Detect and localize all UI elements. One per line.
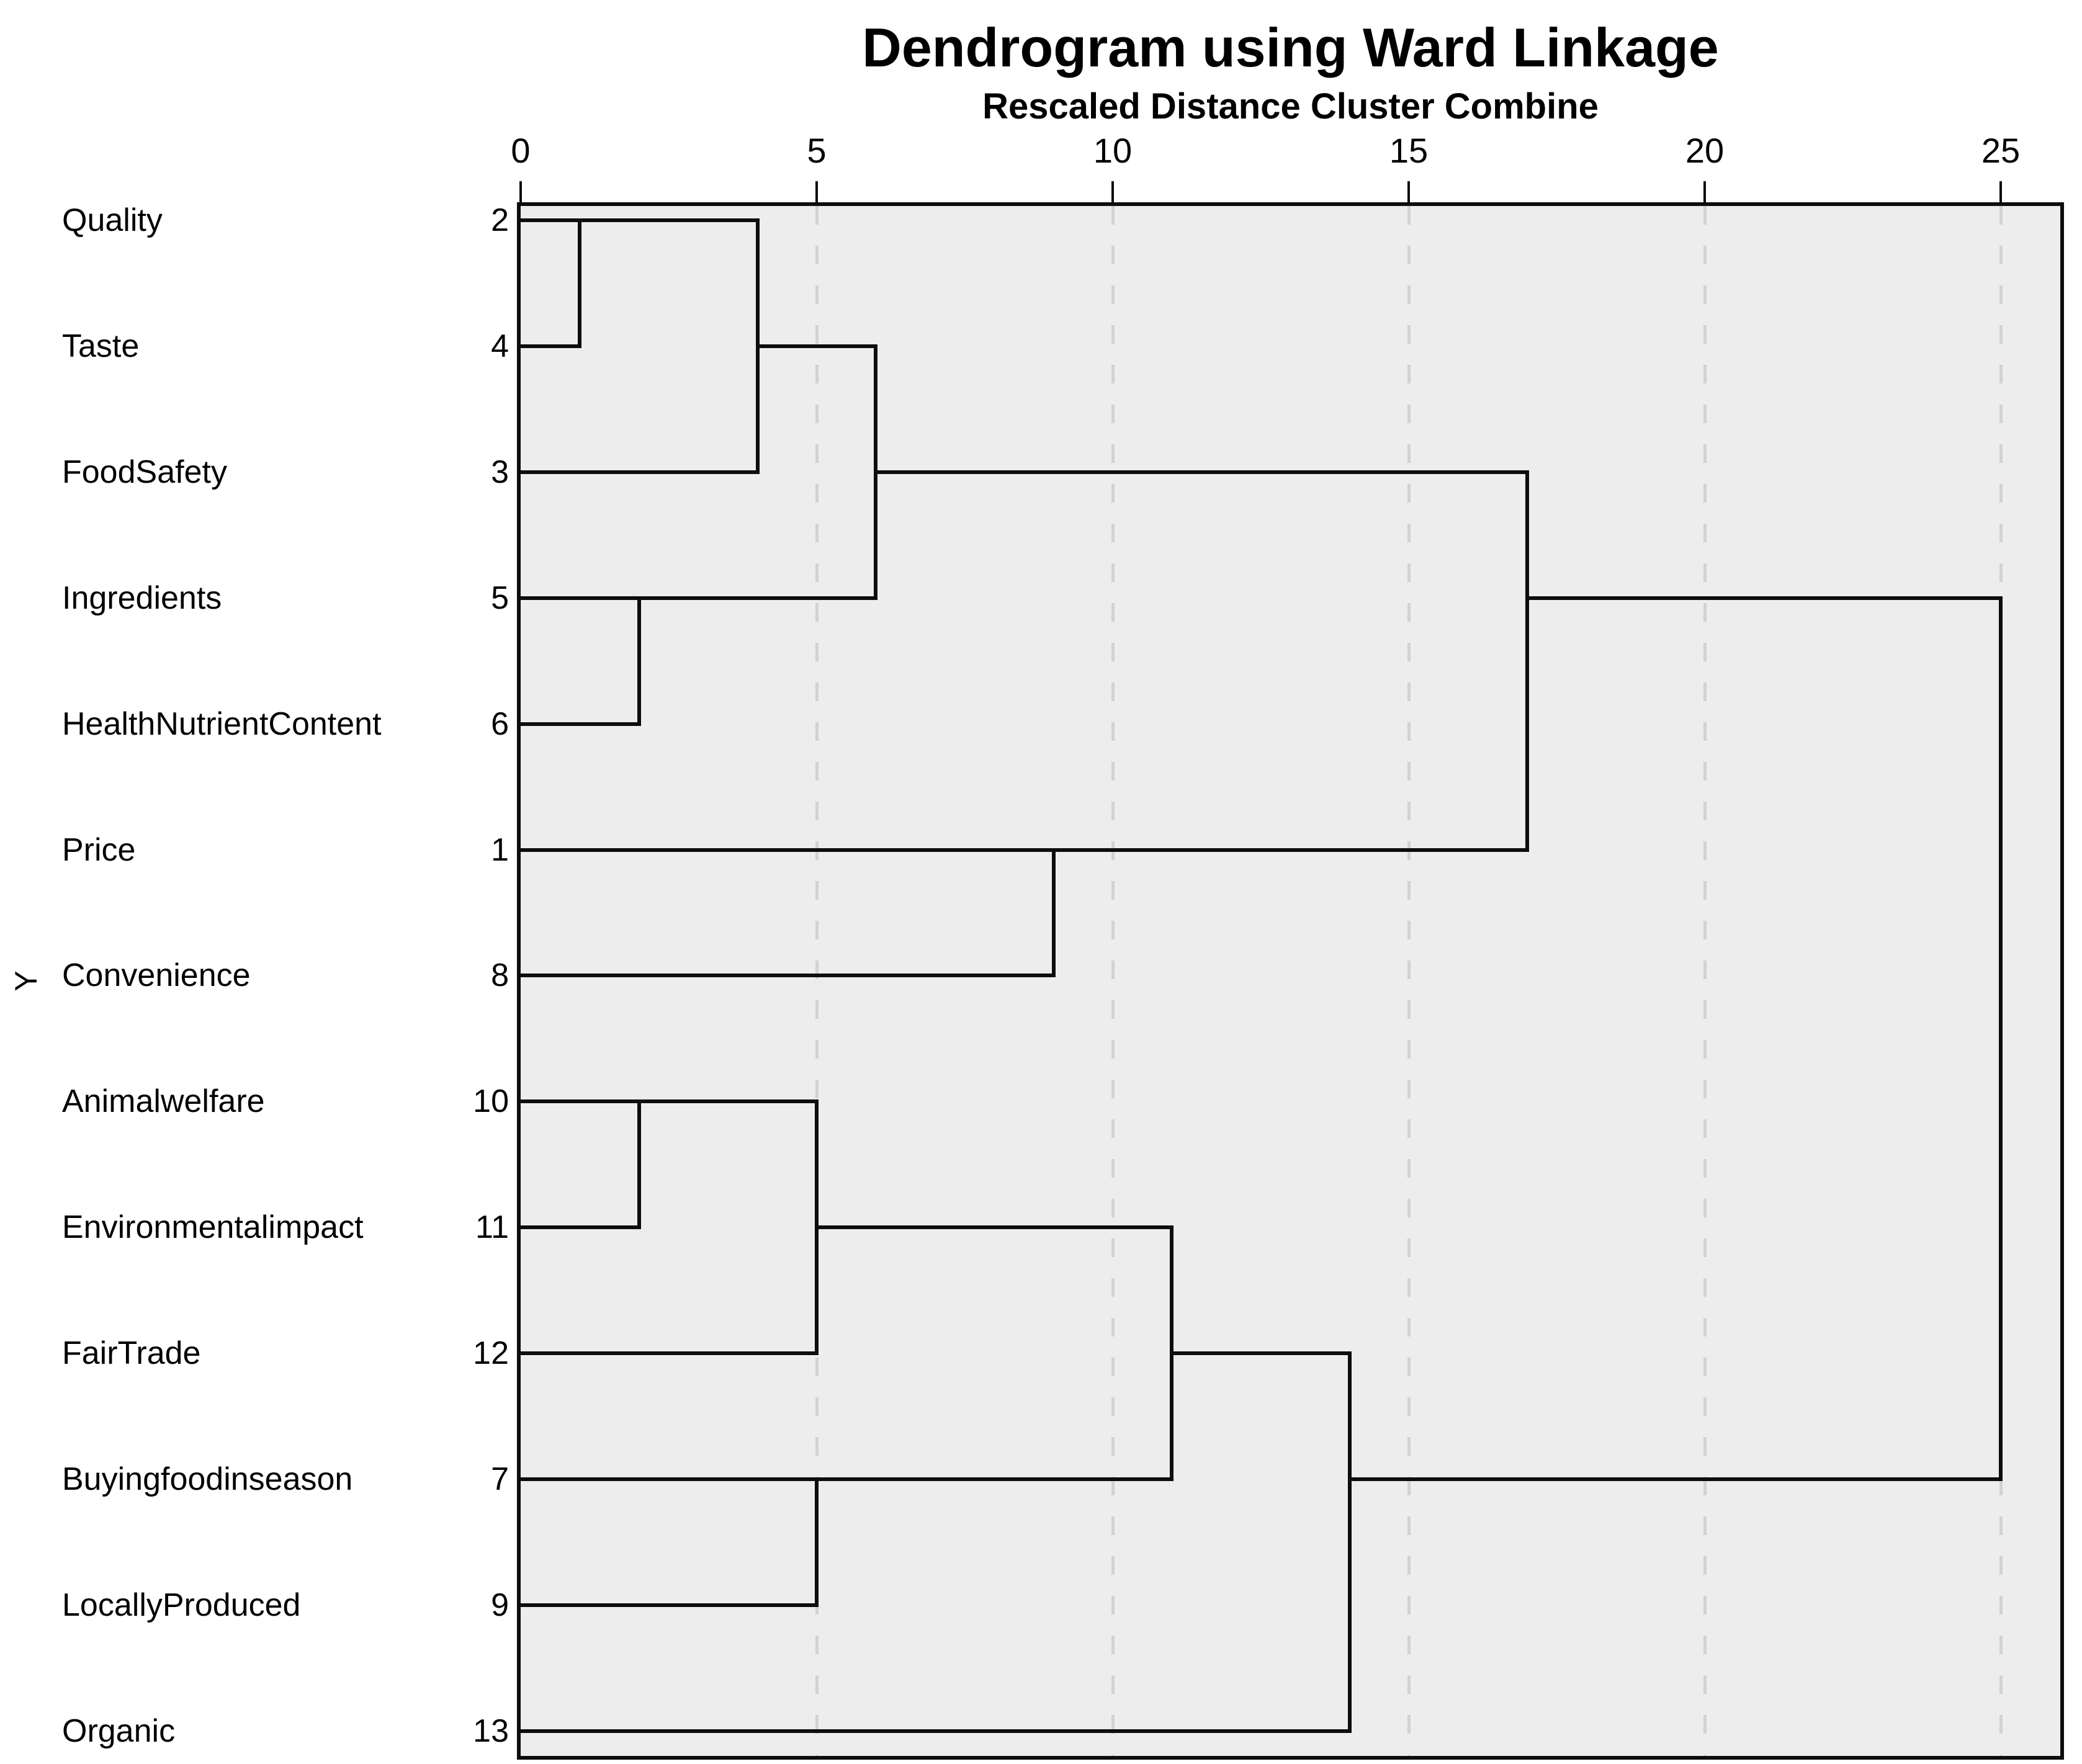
gridline-20: [1703, 206, 1707, 1756]
leaf-label-taste: Taste: [62, 328, 140, 364]
merge-line-v-10: [1525, 470, 1529, 852]
leaf-line-price: [519, 848, 1056, 852]
axis-tick-label-5: 5: [807, 131, 827, 170]
merge-line-v-2: [637, 1099, 641, 1230]
leaf-case-number-8: 8: [491, 957, 509, 994]
leaf-label-buyingfoodinseason: Buyingfoodinseason: [62, 1461, 353, 1497]
leaf-line-fairtrade: [519, 1351, 819, 1356]
leaf-line-healthnutrientcontent: [519, 722, 641, 726]
merge-line-v-4: [815, 1099, 819, 1356]
cluster-line-h-0: [578, 218, 760, 222]
cluster-line-h-4: [1051, 848, 1529, 852]
merge-line-v-11: [1999, 596, 2003, 1481]
chart-title: Dendrogram using Ward Linkage: [862, 17, 1719, 78]
leaf-label-animalwelfare: Animalwelfare: [62, 1083, 265, 1120]
leaf-line-ingredients: [519, 596, 641, 600]
axis-tick-label-20: 20: [1685, 131, 1725, 170]
merge-line-v-0: [578, 218, 582, 348]
gridline-5: [815, 206, 819, 1756]
axis-tick-mark-25: [1999, 181, 2002, 204]
merge-line-v-1: [637, 596, 641, 726]
leaf-line-taste: [519, 344, 582, 348]
axis-tick-mark-15: [1407, 181, 1410, 204]
leaf-case-number-4: 4: [491, 328, 509, 364]
leaf-label-fairtrade: FairTrade: [62, 1335, 201, 1372]
y-axis-label: Y: [9, 970, 43, 992]
axis-tick-label-15: 15: [1389, 131, 1429, 170]
leaf-case-number-5: 5: [491, 580, 509, 616]
merge-line-v-5: [815, 1477, 819, 1607]
leaf-label-foodsafety: FoodSafety: [62, 454, 227, 490]
leaf-line-convenience: [519, 974, 1056, 978]
cluster-line-h-2: [637, 596, 878, 600]
cluster-line-h-7: [815, 1225, 1174, 1230]
cluster-line-h-1: [755, 344, 878, 348]
gridline-15: [1407, 206, 1411, 1756]
axis-tick-mark-20: [1703, 181, 1706, 204]
leaf-case-number-1: 1: [491, 831, 509, 868]
leaf-line-animalwelfare: [519, 1099, 641, 1104]
leaf-line-buyingfoodinseason: [519, 1477, 819, 1481]
leaf-label-healthnutrientcontent: HealthNutrientContent: [62, 705, 382, 742]
leaf-label-convenience: Convenience: [62, 957, 251, 994]
axis-tick-mark-10: [1111, 181, 1114, 204]
merge-line-v-9: [1347, 1351, 1352, 1733]
leaf-label-organic: Organic: [62, 1713, 176, 1749]
chart-subtitle: Rescaled Distance Cluster Combine: [982, 86, 1599, 127]
leaf-label-environmentalimpact: Environmentalimpact: [62, 1209, 364, 1246]
cluster-line-h-9: [1170, 1351, 1352, 1356]
leaf-line-environmentalimpact: [519, 1225, 641, 1230]
cluster-line-h-8: [815, 1477, 1174, 1481]
merge-line-v-8: [1170, 1225, 1174, 1481]
plot-area: [517, 202, 2064, 1760]
cluster-line-h-3: [874, 470, 1529, 474]
leaf-label-price: Price: [62, 831, 136, 868]
leaf-case-number-10: 10: [473, 1083, 509, 1120]
merge-line-v-6: [874, 344, 878, 600]
axis-tick-mark-0: [519, 181, 522, 204]
axis-tick-label-10: 10: [1093, 131, 1133, 170]
leaf-case-number-2: 2: [491, 202, 509, 238]
leaf-label-quality: Quality: [62, 202, 163, 238]
leaf-label-ingredients: Ingredients: [62, 580, 222, 616]
leaf-line-foodsafety: [519, 470, 760, 474]
merge-line-v-7: [1051, 848, 1056, 978]
leaf-line-quality: [519, 218, 582, 222]
leaf-case-number-9: 9: [491, 1587, 509, 1623]
leaf-case-number-7: 7: [491, 1461, 509, 1497]
cluster-line-h-6: [637, 1099, 819, 1104]
leaf-case-number-13: 13: [473, 1713, 509, 1749]
axis-tick-mark-5: [815, 181, 818, 204]
leaf-label-locallyproduced: LocallyProduced: [62, 1587, 301, 1623]
gridline-10: [1111, 206, 1115, 1756]
axis-tick-label-25: 25: [1981, 131, 2021, 170]
axis-tick-label-0: 0: [511, 131, 531, 170]
merge-line-v-3: [755, 218, 760, 474]
cluster-line-h-10: [1347, 1477, 2003, 1481]
leaf-case-number-12: 12: [473, 1335, 509, 1372]
cluster-line-h-5: [1525, 596, 2003, 600]
leaf-line-organic: [519, 1729, 1352, 1733]
leaf-line-locallyproduced: [519, 1603, 819, 1607]
leaf-case-number-11: 11: [475, 1209, 509, 1246]
leaf-case-number-3: 3: [491, 454, 509, 490]
leaf-case-number-6: 6: [491, 705, 509, 742]
